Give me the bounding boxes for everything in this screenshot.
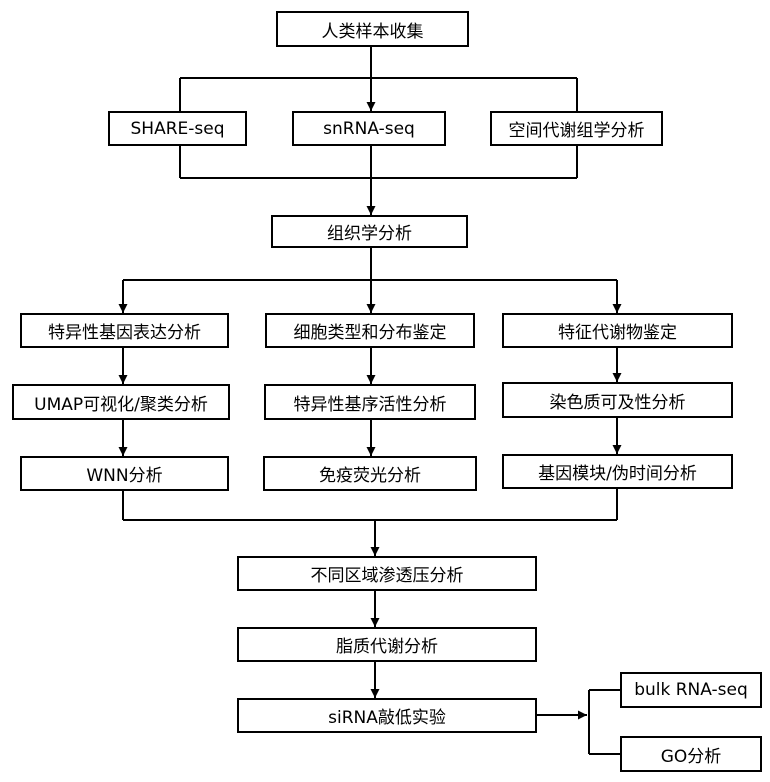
node-sample-collection: 人类样本收集 xyxy=(276,11,469,47)
node-share-seq: SHARE-seq xyxy=(108,111,247,146)
node-sirna-knockdown: siRNA敲低实验 xyxy=(237,698,537,733)
node-chromatin-accessibility: 染色质可及性分析 xyxy=(502,382,733,418)
node-spatial-metabolomics: 空间代谢组学分析 xyxy=(490,111,663,146)
node-wnn: WNN分析 xyxy=(20,456,229,491)
node-histology: 组织学分析 xyxy=(271,215,468,248)
node-characteristic-metabolite: 特征代谢物鉴定 xyxy=(502,313,733,348)
node-umap: UMAP可视化/聚类分析 xyxy=(12,384,230,420)
node-immunofluorescence: 免疫荧光分析 xyxy=(263,456,477,491)
node-go-analysis: GO分析 xyxy=(620,736,762,772)
node-cell-type-distribution: 细胞类型和分布鉴定 xyxy=(265,313,475,348)
node-lipid-metabolism: 脂质代谢分析 xyxy=(237,627,537,662)
node-specific-motif-activity: 特异性基序活性分析 xyxy=(264,384,476,420)
node-snrna-seq: snRNA-seq xyxy=(292,111,446,146)
node-bulk-rna-seq: bulk RNA-seq xyxy=(620,672,762,708)
node-specific-gene-expression: 特异性基因表达分析 xyxy=(20,313,229,348)
node-gene-module-pseudotime: 基因模块/伪时间分析 xyxy=(502,454,733,489)
node-regional-osmolality: 不同区域渗透压分析 xyxy=(237,556,537,591)
